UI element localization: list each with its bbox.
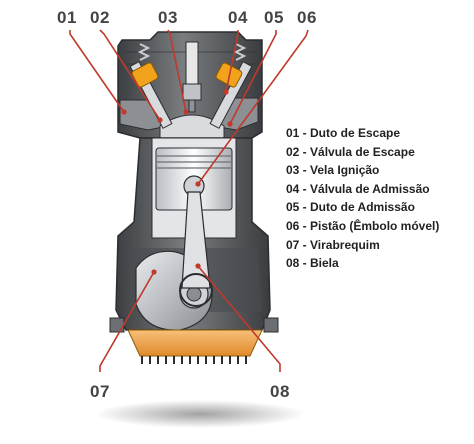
spark-plug xyxy=(182,41,202,113)
callout-line-01 xyxy=(69,30,125,113)
callout-number-07: 07 xyxy=(90,382,110,401)
oil-pan xyxy=(127,329,263,357)
legend-item-05: 05 - Duto de Admissão xyxy=(286,200,415,215)
callout-line-03 xyxy=(167,29,187,113)
callout-line-05 xyxy=(229,30,277,125)
callout-line-07 xyxy=(99,271,155,372)
intake-valve-spring xyxy=(233,43,247,61)
callout-number-02: 02 xyxy=(90,8,110,27)
legend-item-03: 03 - Vela Ignição xyxy=(286,163,380,178)
callout-number-06: 06 xyxy=(297,8,317,27)
callout-number-05: 05 xyxy=(264,8,284,27)
exhaust-valve xyxy=(129,61,173,129)
callout-number-01: 01 xyxy=(57,8,77,27)
exhaust-duct xyxy=(119,99,169,131)
callout-number-04: 04 xyxy=(228,8,248,27)
connecting-rod xyxy=(181,191,211,289)
legend-item-08: 08 - Biela xyxy=(286,256,339,271)
legend-item-02: 02 - Válvula de Escape xyxy=(286,144,415,159)
legend: 01 - Duto de Escape 02 - Válvula de Esca… xyxy=(286,124,439,273)
legend-item-07: 07 - Virabrequim xyxy=(286,237,380,252)
oil-pan-fins xyxy=(141,356,247,364)
crankshaft-hub xyxy=(186,286,202,302)
ground-shadow xyxy=(95,400,305,428)
right-mount-tab xyxy=(263,317,279,333)
callout-line-04 xyxy=(225,30,239,93)
callout-line-02 xyxy=(99,29,161,121)
callout-line-06 xyxy=(197,29,309,185)
callout-lines xyxy=(69,29,309,372)
legend-item-01: 01 - Duto de Escape xyxy=(286,126,401,140)
connecting-rod-big-end xyxy=(179,273,213,307)
callout-line-08 xyxy=(197,265,281,372)
callout-number-08: 08 xyxy=(270,382,290,401)
callout-number-03: 03 xyxy=(158,8,178,27)
exhaust-valve-spring xyxy=(137,43,151,61)
legend-item-06: 06 - Pistão (Êmbolo móvel) xyxy=(286,218,440,233)
callout-dots xyxy=(121,89,233,275)
left-mount-tab xyxy=(109,317,125,333)
legend-item-04: 04 - Válvula de Admissão xyxy=(286,181,430,196)
